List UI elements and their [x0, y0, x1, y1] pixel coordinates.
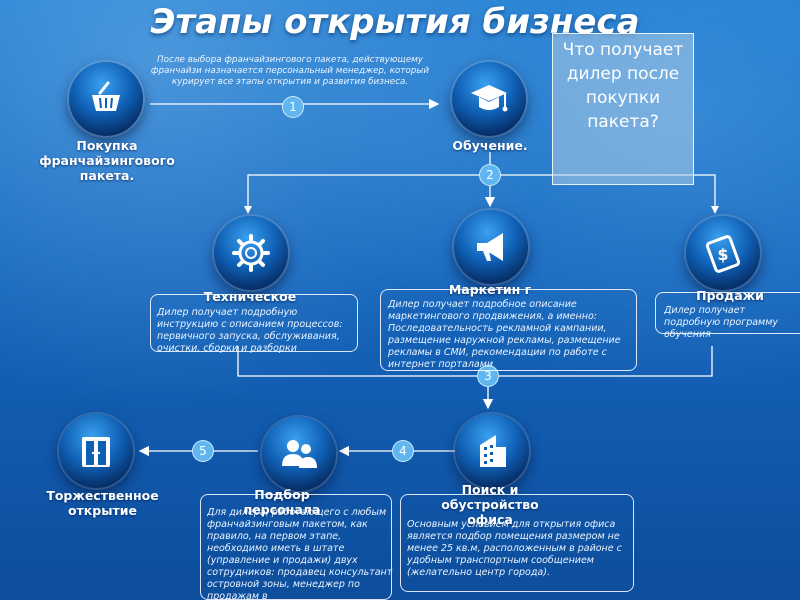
dollar-icon: $ — [705, 235, 741, 273]
purchase-stage-label: Покупка франчайзингового пакета. — [39, 138, 175, 183]
sales-stage-desc: Дилер получает подробную программу обуче… — [664, 305, 778, 340]
step-badge-1: 1 — [282, 96, 304, 118]
graduation-cap-icon — [471, 85, 508, 112]
training-stage-label: Обучение. — [452, 138, 528, 153]
svg-text:$: $ — [717, 245, 728, 264]
door-icon — [82, 437, 110, 467]
technical-desc-frame — [150, 294, 358, 352]
building-icon — [480, 435, 506, 467]
marketing-stage-icon — [454, 210, 528, 284]
staff-stage-icon — [262, 417, 336, 491]
training-stage-icon — [452, 62, 526, 136]
office-stage-desc: Основным условием для открытия офиса явл… — [407, 519, 622, 578]
marketing-stage-desc: Дилер получает подробное описание маркет… — [388, 299, 621, 370]
step-badge-2: 2 — [479, 164, 501, 186]
opening-stage-label: Торжественное открытие — [46, 488, 159, 518]
office-desc-frame — [400, 494, 634, 592]
people-icon — [282, 440, 317, 468]
technical-stage-label: Техническое — [203, 289, 297, 304]
sales-desc-frame — [655, 292, 800, 334]
opening-stage-icon — [59, 414, 133, 488]
marketing-desc-frame — [380, 289, 637, 371]
step-badge-5: 5 — [192, 440, 214, 462]
sales-stage-icon: $ — [686, 216, 760, 290]
purchase-stage-icon — [69, 62, 143, 136]
office-stage-label: Поиск и обустройство офиса — [441, 482, 539, 527]
megaphone-icon — [477, 233, 503, 261]
technical-stage-icon — [214, 216, 288, 290]
gear-icon — [232, 234, 270, 272]
intro-note: После выбора франчайзингового пакета, де… — [150, 55, 430, 87]
dealer-question-box: Что получает дилер после покупки пакета? — [552, 33, 694, 185]
basket-icon — [92, 81, 120, 111]
office-stage-icon — [455, 414, 529, 488]
step-badge-4: 4 — [392, 440, 414, 462]
technical-stage-desc: Дилер получает подробную инструкцию с оп… — [157, 307, 343, 354]
staff-stage-desc: Для дилера, работающего с любым франчайз… — [207, 507, 393, 599]
sales-stage-label: Продажи — [696, 288, 764, 303]
